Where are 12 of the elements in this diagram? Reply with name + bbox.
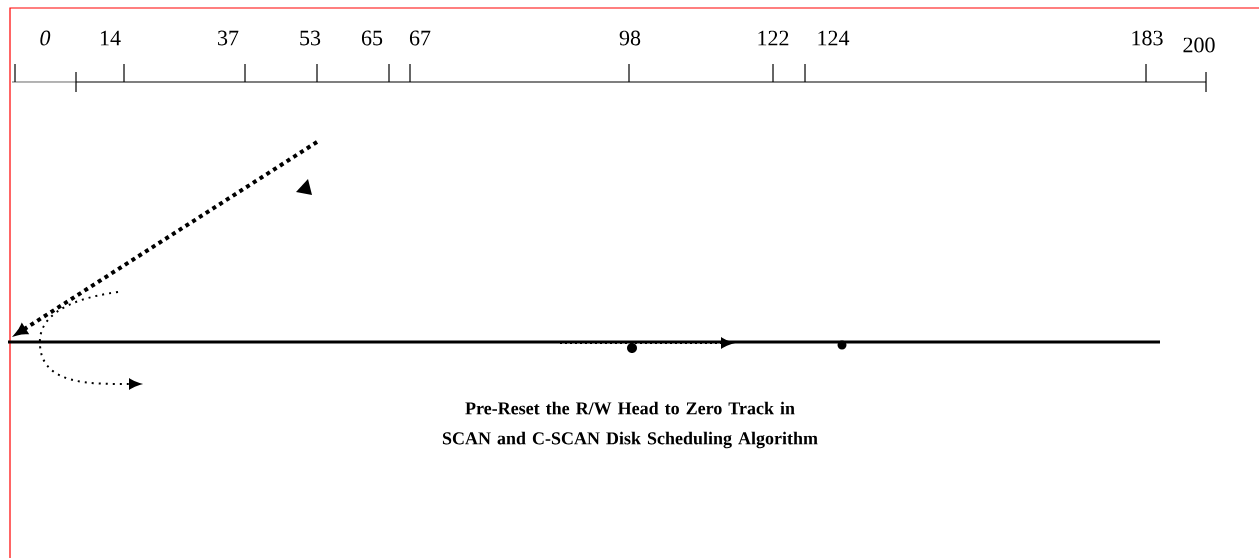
tick-label: 67 (409, 30, 431, 46)
tick-label: 122 (758, 30, 789, 46)
tick-label: 53 (300, 30, 321, 46)
caption: Pre-Reset the R/W Head to Zero Track in SCAN and C-SCAN Disk Scheduling Algorithm (442, 401, 818, 449)
tick-label: 37 (218, 30, 239, 46)
tick-label: 200 (1183, 37, 1215, 53)
tick-label: 0 (40, 30, 51, 46)
tick-label: 98 (619, 30, 641, 46)
tick-label: 183 (1132, 30, 1163, 46)
tick-label: 14 (100, 30, 121, 46)
tick-label: 65 (361, 30, 383, 46)
tick-label: 124 (818, 30, 850, 46)
